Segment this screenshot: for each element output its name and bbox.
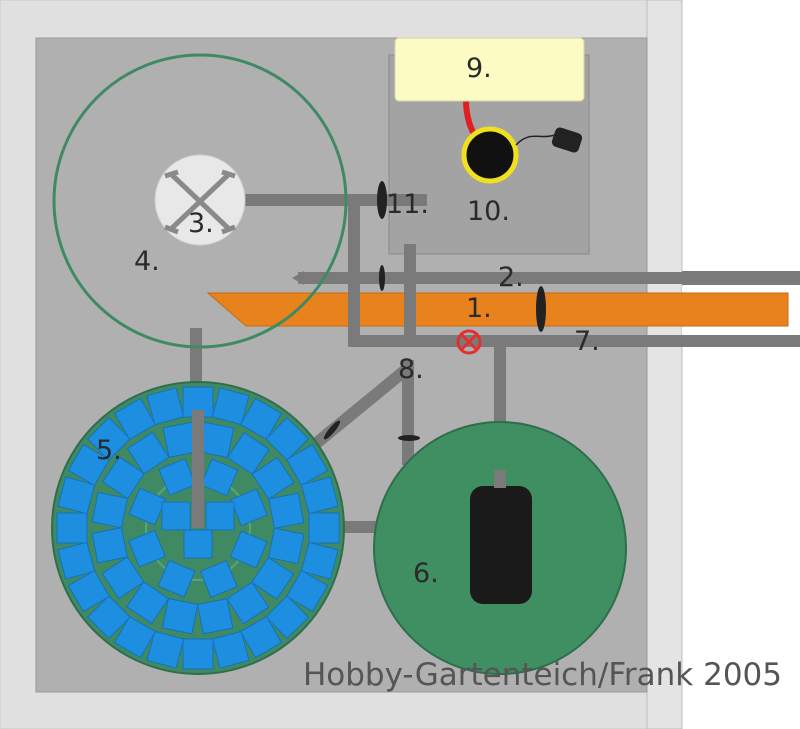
orange-channel (206, 292, 789, 327)
filter-media-tile (101, 456, 145, 500)
label-box-9 (394, 37, 585, 102)
filter-media-tile (211, 630, 250, 669)
pipe-8-diagonal (298, 363, 412, 460)
credit-text: Hobby-Gartenteich/Frank 2005 (303, 657, 782, 693)
check-valve (456, 329, 482, 355)
outlet-gap-2 (682, 271, 800, 285)
tank-6 (373, 421, 627, 675)
filter-media-tile (91, 527, 128, 564)
label-5: 5. (96, 435, 122, 466)
valve-1 (536, 286, 546, 332)
valve-8-vertical (398, 435, 420, 441)
valve-8-diagonal (323, 420, 341, 440)
filter-media-tile (126, 431, 170, 475)
label-3: 3. (188, 208, 214, 239)
timer-dial (461, 126, 519, 184)
valve-11 (377, 181, 387, 219)
filter-media-tile (251, 456, 295, 500)
filter-media-tile (182, 638, 214, 670)
filter-media-tile (268, 492, 305, 529)
filter-media-tile (239, 397, 283, 441)
skimmer-head-3 (154, 154, 246, 246)
filter-media-tile (226, 581, 270, 625)
outlet-gap-2-white (682, 286, 800, 292)
filter-media-tile (113, 397, 157, 441)
filter-media-tile (57, 541, 96, 580)
filter-media-tile (265, 416, 310, 461)
filter-media-tile (205, 501, 235, 531)
label-11: 11. (386, 189, 429, 220)
filter-media-tile (101, 556, 145, 600)
filter-media-tile (197, 598, 234, 635)
label-8: 8. (398, 354, 424, 385)
filter-media-tile (91, 491, 129, 529)
filter-media-tile (86, 416, 131, 461)
filter-media-tile (57, 476, 96, 515)
filter-media-tile (267, 527, 305, 565)
float-sensor (551, 127, 583, 153)
filter-media-tile (230, 488, 268, 527)
filter-media-tile (126, 581, 170, 625)
label-1: 1. (466, 293, 492, 324)
filter-media-tile (239, 615, 283, 659)
filter-media-tile (229, 530, 268, 569)
filter-media-tile (211, 387, 250, 426)
filter-media-tile (308, 512, 340, 544)
filter-media-tile (67, 569, 111, 613)
filter-media-tile (113, 615, 157, 659)
pump (470, 486, 532, 604)
label-10: 10. (467, 196, 510, 227)
filter-media-tile (200, 458, 239, 497)
green-ring-4 (52, 53, 348, 349)
outlet-gap-7-white (682, 327, 800, 334)
sensor-wire (515, 134, 556, 146)
label-2: 2. (498, 262, 524, 293)
filter-media-tile (157, 559, 196, 598)
filter-media-tile (86, 595, 131, 640)
valves (323, 181, 546, 441)
filter-media-tile (251, 556, 295, 600)
label-7: 7. (574, 326, 600, 357)
pipe-2-end (292, 271, 304, 285)
filter-media-tile (183, 529, 213, 559)
filter-media-tile (158, 458, 197, 496)
filter-media-tile (146, 387, 185, 426)
filter-media-tile (128, 529, 166, 568)
filter-media-tile (161, 501, 191, 531)
filter-media-tile (128, 487, 167, 526)
filter-media-tile (285, 569, 329, 613)
filter-media-tile (146, 630, 185, 669)
filter-media-tile (67, 443, 111, 487)
filter-5 (51, 381, 345, 675)
filter-media-tile (226, 431, 270, 475)
filter-media-tile (199, 560, 238, 598)
pipe-left-riser (348, 200, 505, 347)
filter-media-tile (300, 541, 339, 580)
label-6: 6. (413, 558, 439, 589)
filter-media-tiles (56, 386, 340, 670)
filter-media-tile (285, 443, 329, 487)
filter-media-tile (265, 595, 310, 640)
filter-media-tile (300, 476, 339, 515)
label-9: 9. (466, 53, 492, 84)
valve-2 (379, 265, 385, 291)
right-wall (646, 0, 683, 729)
filter-media-tile (161, 597, 199, 635)
label-4: 4. (134, 246, 160, 277)
filter-media-tile (56, 512, 88, 544)
